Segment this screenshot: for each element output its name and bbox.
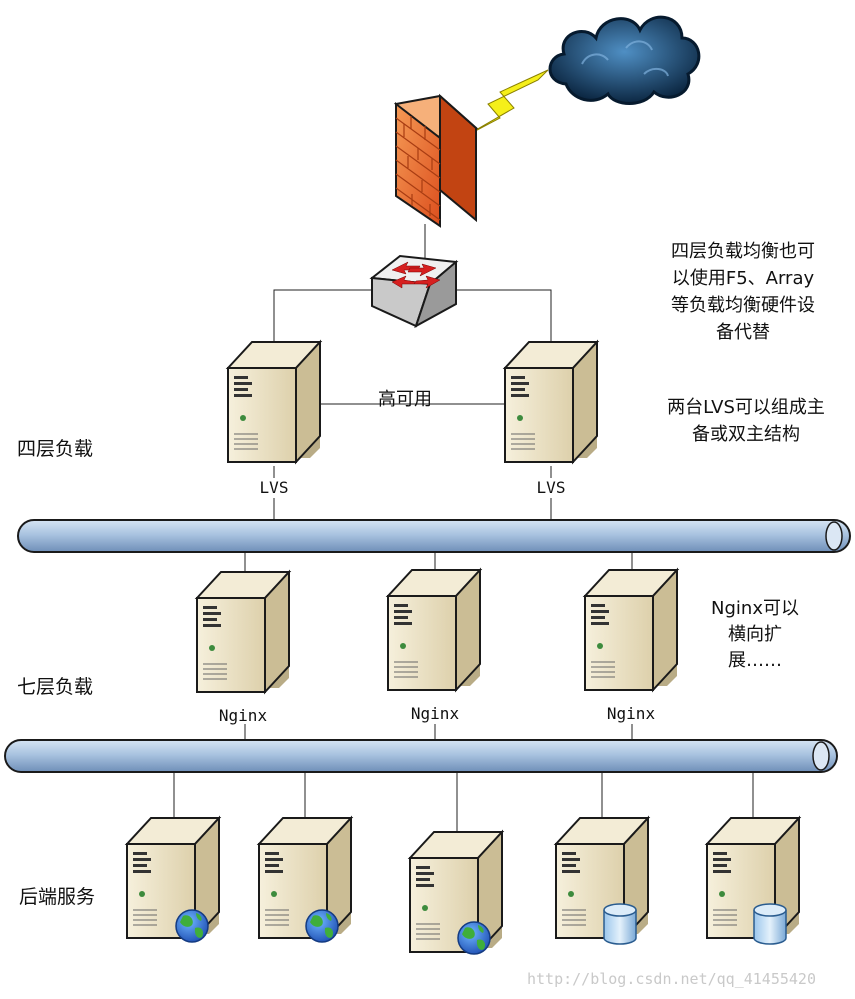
watermark: http://blog.csdn.net/qq_41455420: [527, 970, 816, 988]
nginx-1-label: Nginx: [218, 706, 268, 725]
note-nginx-scale-line: Nginx可以: [711, 598, 799, 619]
firewall-icon: [393, 93, 479, 228]
edge-label-high-availability: 高可用: [378, 389, 432, 410]
database-icon: [603, 903, 637, 945]
note-lvs-pair: 两台LVS可以组成主 备或双主结构: [646, 394, 846, 448]
note-lvs-pair-line: 两台LVS可以组成主: [667, 397, 825, 418]
nginx-server-2: [387, 569, 481, 691]
lvs-right-label: LVS: [536, 478, 566, 497]
note-nginx-scale-line: 展……: [728, 650, 782, 671]
lvs-server-right: [504, 341, 598, 463]
note-f5-line: 等负载均衡硬件设: [671, 295, 815, 316]
globe-icon: [305, 909, 339, 943]
nginx-server-3: [584, 569, 678, 691]
network-bus-1: [17, 519, 851, 553]
globe-icon: [457, 921, 491, 955]
network-switch-icon: [369, 254, 459, 329]
nginx-2-label: Nginx: [410, 704, 460, 723]
layer-label-backend: 后端服务: [19, 886, 96, 908]
note-f5-line: 以使用F5、Array: [671, 268, 815, 289]
lvs-server-left: [227, 341, 321, 463]
nginx-3-label: Nginx: [606, 704, 656, 723]
lvs-left-label: LVS: [259, 478, 289, 497]
layer-label-four: 四层负载: [17, 438, 94, 460]
note-f5-line: 四层负载均衡也可: [671, 241, 815, 262]
note-nginx-scale: Nginx可以 横向扩 展……: [700, 596, 810, 674]
note-f5-line: 备代替: [716, 322, 770, 343]
note-nginx-scale-line: 横向扩: [728, 624, 782, 645]
note-f5: 四层负载均衡也可 以使用F5、Array 等负载均衡硬件设 备代替: [648, 238, 838, 346]
lightning-icon: [461, 69, 549, 139]
note-lvs-pair-line: 备或双主结构: [692, 424, 800, 445]
network-bus-2: [4, 739, 838, 773]
database-icon: [753, 903, 787, 945]
globe-icon: [175, 909, 209, 943]
nginx-server-1: [196, 571, 290, 693]
internet-cloud-icon: [548, 15, 701, 105]
layer-label-seven: 七层负载: [17, 676, 94, 698]
